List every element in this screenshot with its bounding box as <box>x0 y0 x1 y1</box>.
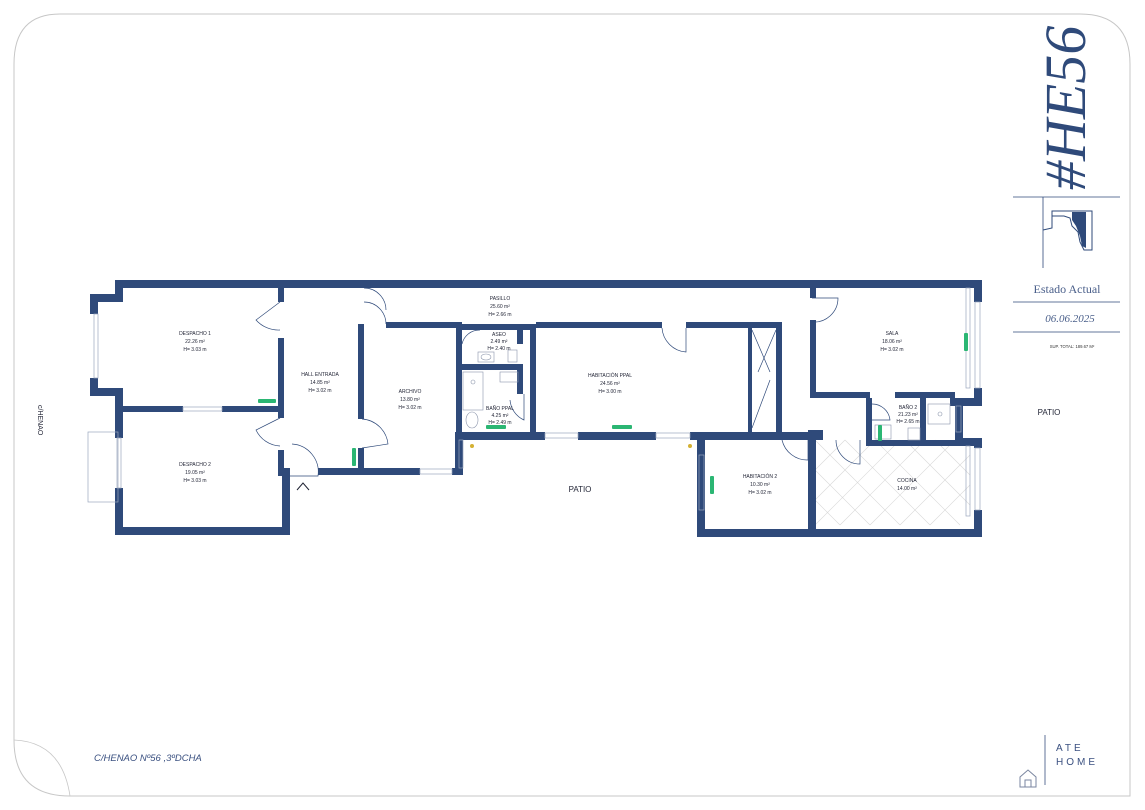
room-name: COCINA <box>897 478 917 484</box>
room-area: 14.85 m² <box>310 380 330 386</box>
room-area: 25.60 m² <box>490 304 510 310</box>
room-height: H= 3.00 m <box>598 389 621 395</box>
room-height: H= 2.65 m <box>896 419 919 425</box>
room-area: 10.30 m² <box>750 482 770 488</box>
total-surface: SUP. TOTAL: 189.67 M² <box>1050 344 1095 349</box>
room-height: H= 3.02 m <box>308 388 331 394</box>
street-label: c/HENAO <box>36 405 43 436</box>
radiators <box>258 333 968 494</box>
date-label: 06.06.2025 <box>1045 313 1095 325</box>
room-area: 4.25 m² <box>492 413 509 419</box>
address-label: C/HENAO Nº56 ,3ºDCHA <box>94 753 202 764</box>
brand-line2: HOME <box>1056 757 1098 768</box>
room-name: ARCHIVO <box>399 389 422 395</box>
project-code: #HE56 <box>1033 26 1098 190</box>
room-name: HABITACIÓN PPAL <box>588 372 632 379</box>
title-block: #HE56 Estado Actual 06.06.2025 SUP. TOTA… <box>1013 26 1120 349</box>
room-habitacion-ppal: HABITACIÓN PPAL 24.56 m² H= 3.00 m <box>588 372 632 395</box>
room-archivo: ARCHIVO 13.80 m² H= 3.02 m <box>398 389 421 411</box>
patio-label-center: PATIO <box>569 485 592 494</box>
room-bano-2: BAÑO 2 21.23 m² H= 2.65 m <box>896 404 919 425</box>
brand-logo: ATE HOME <box>1019 735 1098 788</box>
room-name: HALL ENTRADA <box>301 372 339 378</box>
room-height: H= 3.02 m <box>880 347 903 353</box>
room-height: H= 3.02 m <box>398 405 421 411</box>
room-name: HABITACIÓN 2 <box>743 473 778 480</box>
sheet-corner-arc <box>13 739 71 797</box>
sheet-frame <box>13 13 1131 797</box>
house-icon <box>1019 769 1037 788</box>
room-area: 22.26 m² <box>185 339 205 345</box>
room-pasillo: PASILLO 25.60 m² H= 2.66 m <box>488 296 511 318</box>
service-markers <box>470 444 692 448</box>
kitchen-floor-tiles <box>814 439 971 526</box>
status-label: Estado Actual <box>1034 282 1102 296</box>
room-height: H= 2.66 m <box>488 312 511 318</box>
room-name: BAÑO PPAL <box>486 405 514 412</box>
interior-walls <box>123 288 956 476</box>
room-area: 21.23 m² <box>898 412 918 418</box>
room-height: H= 2.49 m <box>488 420 511 426</box>
sanitary-fixtures <box>462 349 951 441</box>
floor-plan: DESPACHO 1 22.26 m² H= 3.03 m DESPACHO 2… <box>87 280 982 537</box>
arrow-up-icon <box>296 482 310 491</box>
room-bano-ppal: BAÑO PPAL 4.25 m² H= 2.49 m <box>486 405 514 426</box>
room-name: DESPACHO 1 <box>179 331 211 337</box>
room-despacho-1: DESPACHO 1 22.26 m² H= 3.03 m <box>179 331 211 353</box>
room-despacho-2: DESPACHO 2 19.05 m² H= 3.03 m <box>179 462 211 484</box>
room-area: 18.06 m² <box>882 339 902 345</box>
room-habitacion-2: HABITACIÓN 2 10.30 m² H= 3.02 m <box>743 473 778 496</box>
room-height: H= 3.03 m <box>183 478 206 484</box>
room-aseo: ASEO 2.49 m² H= 2.40 m <box>487 332 510 352</box>
room-hall-entrada: HALL ENTRADA 14.85 m² H= 3.02 m <box>301 372 339 394</box>
room-area: 14.00 m² <box>897 486 917 492</box>
location-key-plan <box>1042 210 1093 251</box>
room-area: 2.49 m² <box>491 339 508 345</box>
exterior-walls <box>90 280 982 537</box>
room-labels: DESPACHO 1 22.26 m² H= 3.03 m DESPACHO 2… <box>179 296 920 496</box>
room-area: 13.80 m² <box>400 397 420 403</box>
room-cocina: COCINA 14.00 m² <box>897 478 917 492</box>
room-height: H= 3.03 m <box>183 347 206 353</box>
windows <box>87 287 981 517</box>
room-name: DESPACHO 2 <box>179 462 211 468</box>
room-height: H= 3.02 m <box>748 490 771 496</box>
room-name: ASEO <box>492 332 506 338</box>
room-name: BAÑO 2 <box>899 404 918 411</box>
brand-line1: ATE <box>1056 743 1084 754</box>
room-height: H= 2.40 m <box>487 346 510 352</box>
patio-label-right: PATIO <box>1038 408 1061 417</box>
room-name: PASILLO <box>490 296 511 302</box>
room-name: SALA <box>886 331 899 337</box>
doors <box>255 287 891 477</box>
room-sala: SALA 18.06 m² H= 3.02 m <box>880 331 903 353</box>
room-area: 24.56 m² <box>600 381 620 387</box>
room-area: 19.05 m² <box>185 470 205 476</box>
